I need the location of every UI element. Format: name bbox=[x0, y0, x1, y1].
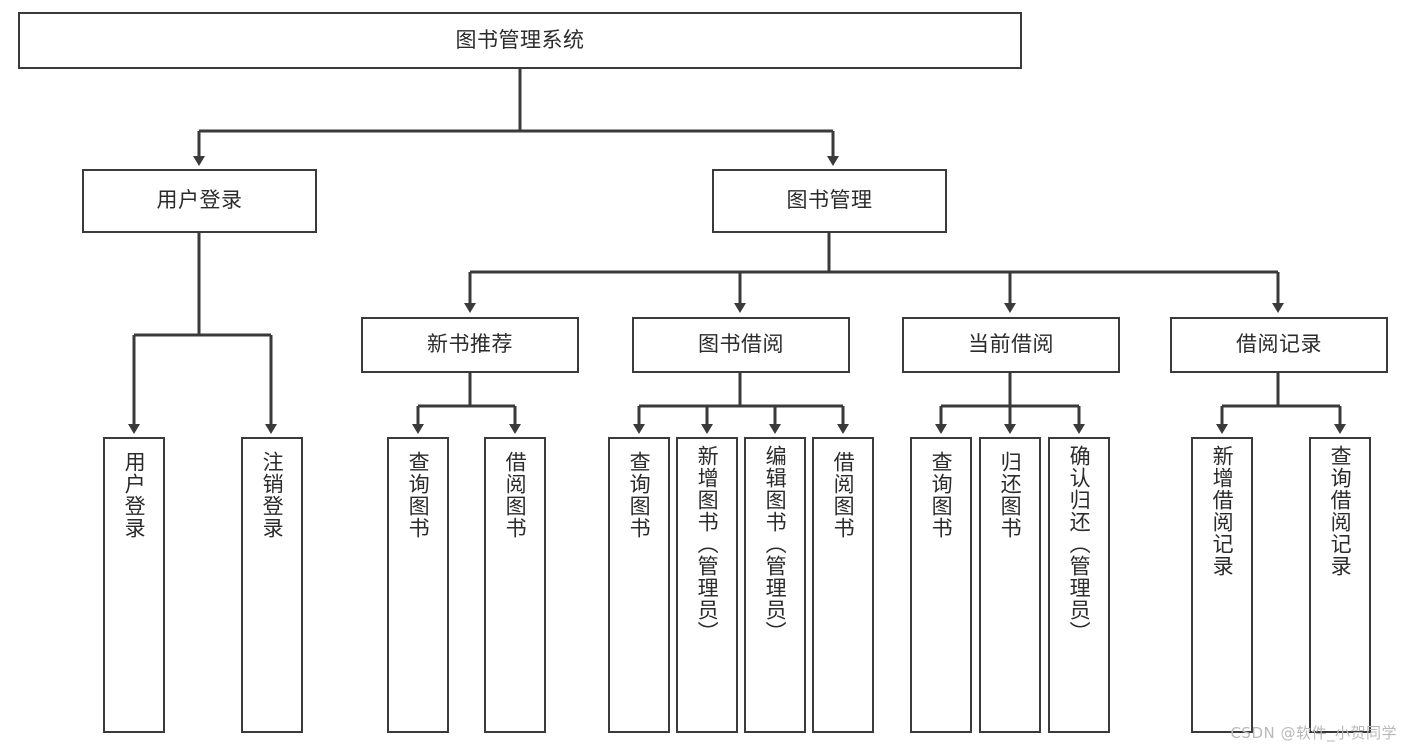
node-label: 借阅图书 bbox=[503, 451, 528, 539]
leaf-book-borrow-query[interactable]: 查询图书 bbox=[608, 437, 670, 733]
leaf-new-book-query[interactable]: 查询图书 bbox=[387, 437, 449, 733]
node-book-management[interactable]: 图书管理 bbox=[712, 169, 947, 233]
node-label: 图书管理系统 bbox=[455, 27, 585, 52]
node-current-borrow[interactable]: 当前借阅 bbox=[902, 317, 1120, 373]
node-label: 新增借阅记录 bbox=[1210, 445, 1235, 577]
node-label: 归还图书 bbox=[998, 451, 1023, 539]
leaf-borrow-record-query[interactable]: 查询借阅记录 bbox=[1309, 437, 1371, 733]
leaf-current-borrow-query[interactable]: 查询图书 bbox=[910, 437, 972, 733]
node-root-system[interactable]: 图书管理系统 bbox=[18, 12, 1022, 69]
node-label: 查询图书 bbox=[627, 451, 652, 539]
node-label: 借阅图书 bbox=[831, 451, 856, 539]
node-label: 用户登录 bbox=[156, 188, 243, 213]
node-user-login[interactable]: 用户登录 bbox=[82, 169, 317, 233]
leaf-current-borrow-return[interactable]: 归还图书 bbox=[979, 437, 1041, 733]
leaf-user-login-signin[interactable]: 用户登录 bbox=[103, 437, 165, 733]
leaf-new-book-borrow[interactable]: 借阅图书 bbox=[484, 437, 546, 733]
node-label: 用户登录 bbox=[122, 451, 147, 539]
leaf-user-login-signout[interactable]: 注销登录 bbox=[241, 437, 303, 733]
node-label: 注销登录 bbox=[260, 451, 285, 539]
leaf-book-borrow-edit[interactable]: 编辑图书（管理员） bbox=[744, 437, 806, 733]
leaf-book-borrow-lend[interactable]: 借阅图书 bbox=[812, 437, 874, 733]
node-label: 查询图书 bbox=[406, 451, 431, 539]
node-label: 图书管理 bbox=[786, 188, 873, 213]
node-label: 当前借阅 bbox=[968, 332, 1054, 357]
node-book-borrow[interactable]: 图书借阅 bbox=[632, 317, 850, 373]
node-label: 编辑图书（管理员） bbox=[763, 445, 788, 643]
node-label: 查询借阅记录 bbox=[1328, 445, 1353, 577]
leaf-current-borrow-confirm[interactable]: 确认归还（管理员） bbox=[1048, 437, 1110, 733]
leaf-borrow-record-add[interactable]: 新增借阅记录 bbox=[1191, 437, 1253, 733]
node-label: 图书借阅 bbox=[698, 332, 784, 357]
node-label: 新增图书（管理员） bbox=[695, 445, 720, 643]
node-borrow-record[interactable]: 借阅记录 bbox=[1170, 317, 1388, 373]
node-label: 新书推荐 bbox=[427, 332, 513, 357]
node-new-book-recommend[interactable]: 新书推荐 bbox=[361, 317, 579, 373]
node-label: 确认归还（管理员） bbox=[1067, 445, 1092, 643]
node-label: 查询图书 bbox=[929, 451, 954, 539]
leaf-book-borrow-add[interactable]: 新增图书（管理员） bbox=[676, 437, 738, 733]
node-label: 借阅记录 bbox=[1236, 332, 1322, 357]
